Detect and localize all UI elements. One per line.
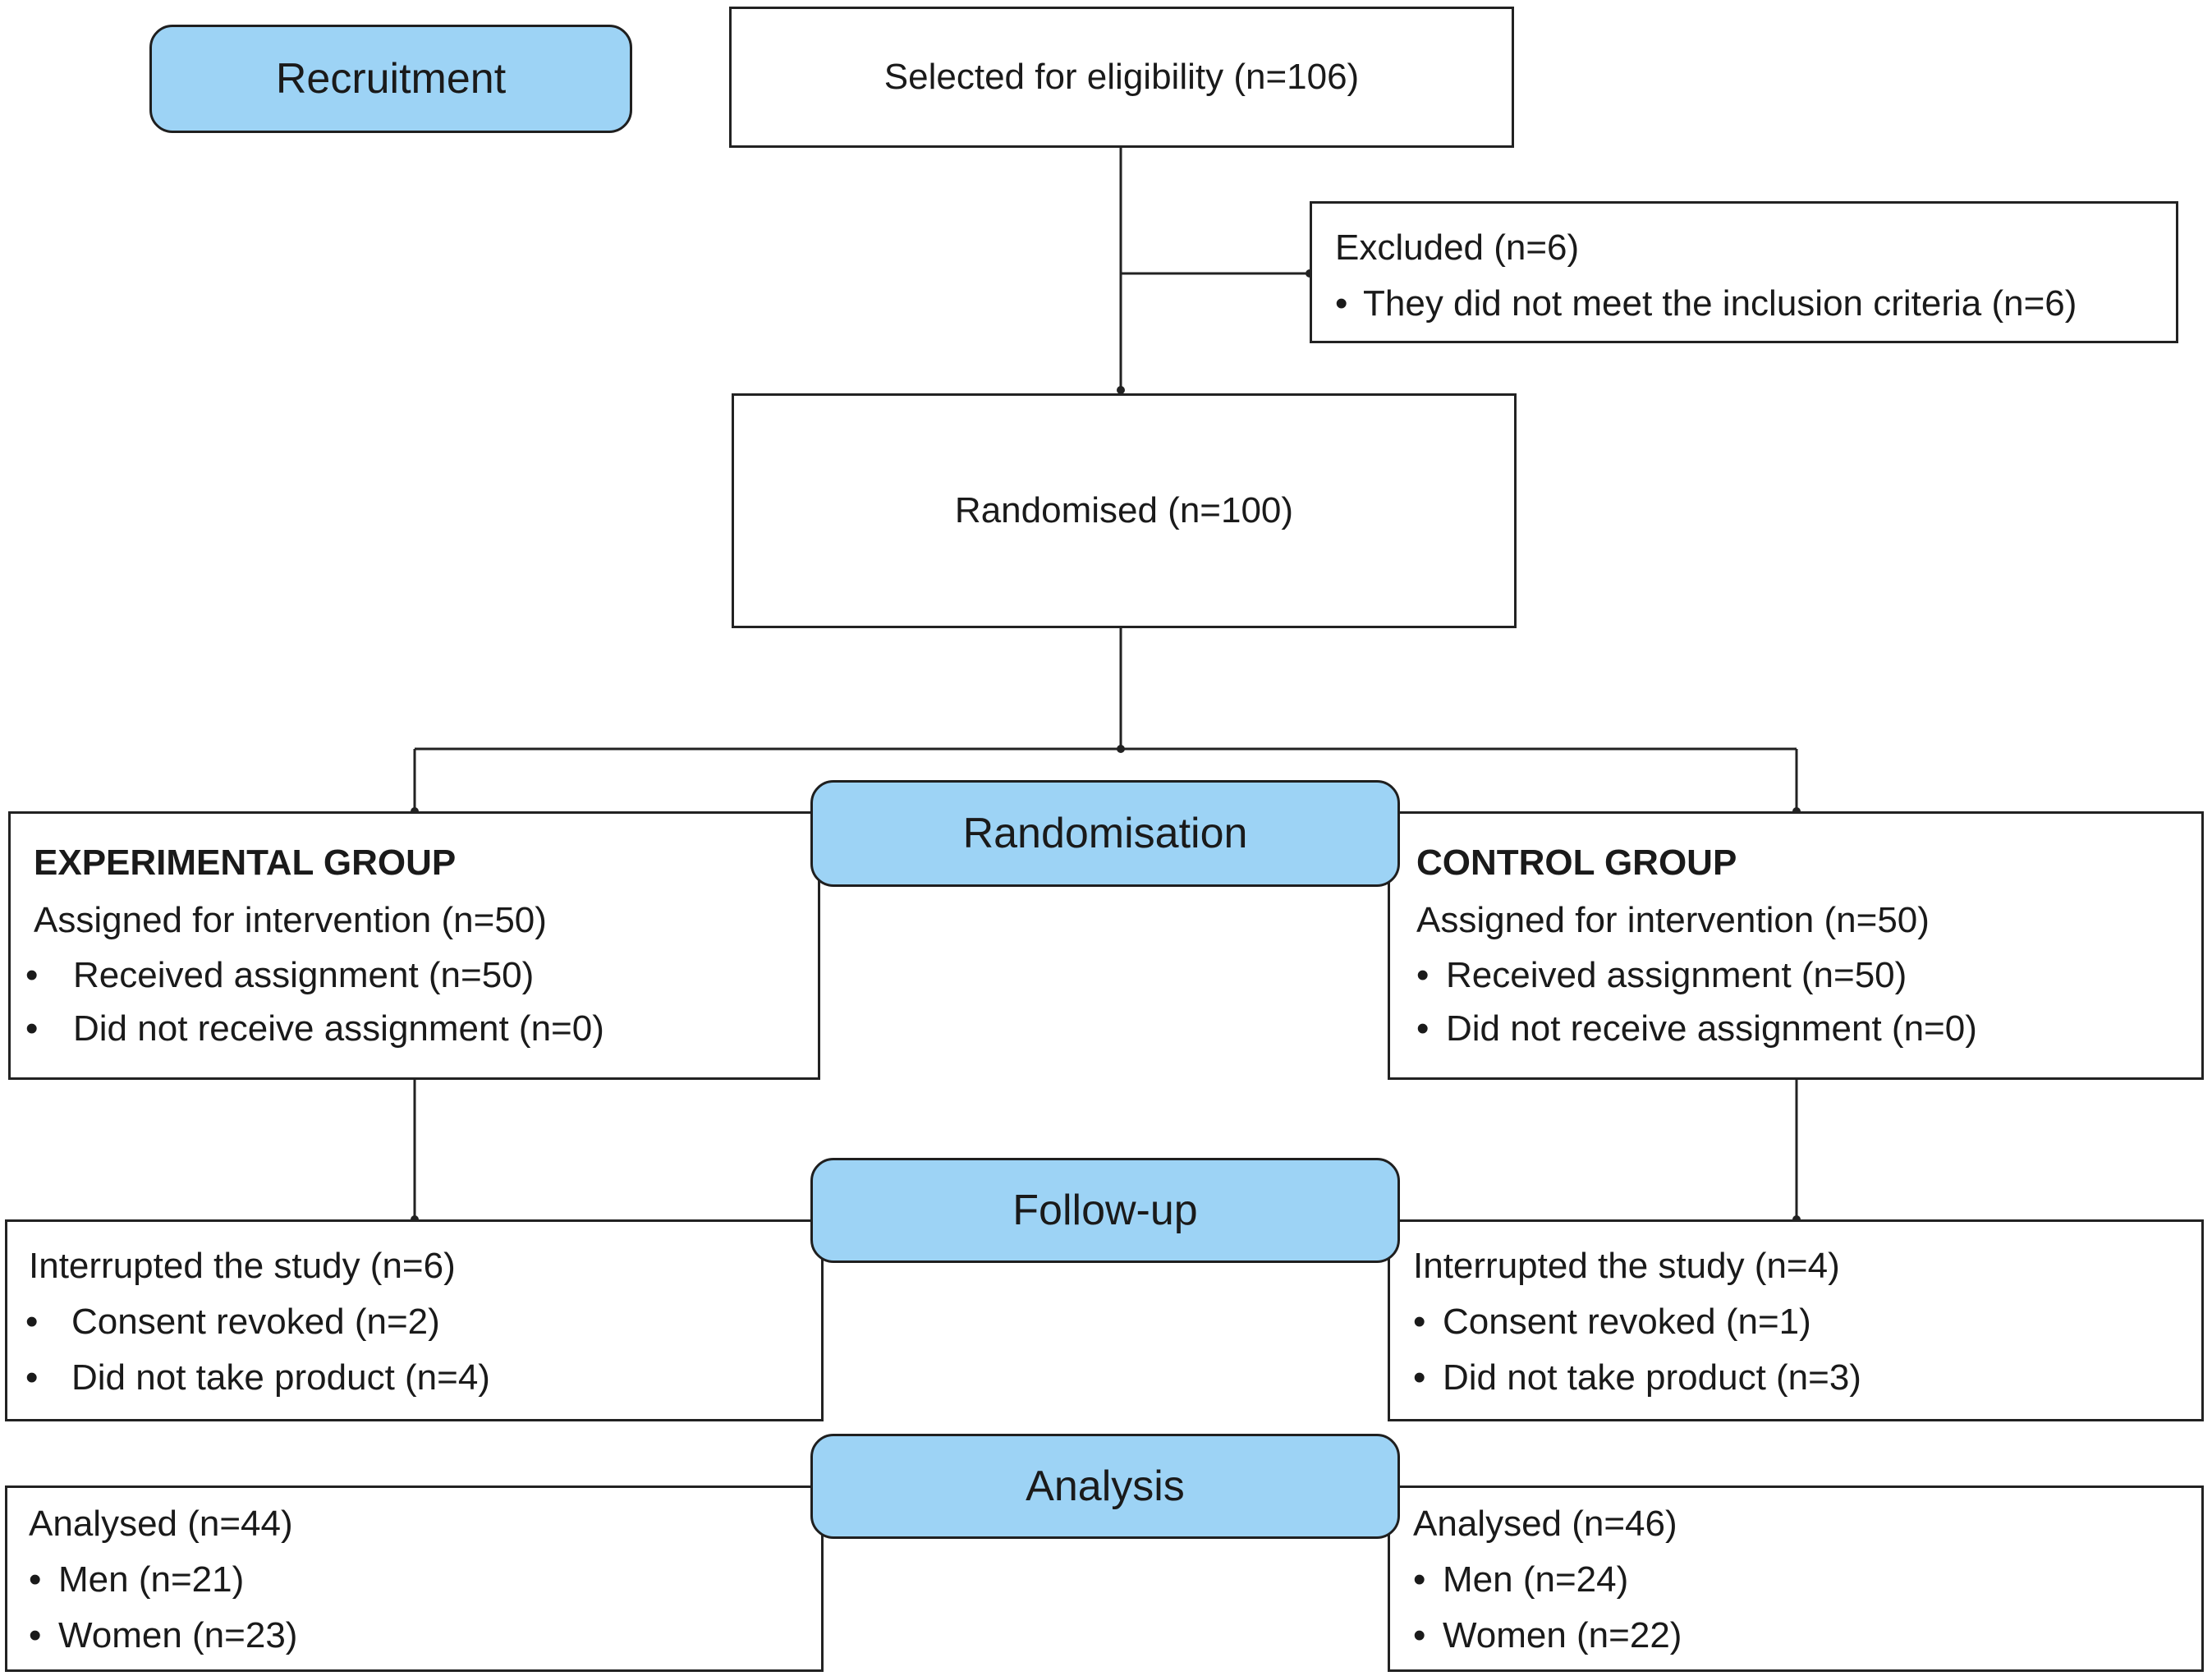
bullet-icon: • [1335, 283, 1348, 324]
experimental-assigned: Assigned for intervention (n=50) [34, 900, 547, 940]
experimental-followup-box: Interrupted the study (n=6) • Consent rev… [5, 1219, 824, 1421]
stage-follow-up-label: Follow-up [1012, 1187, 1198, 1234]
bullet-icon: • [25, 1357, 39, 1398]
control-followup-box: Interrupted the study (n=4) • Consent rev… [1388, 1219, 2204, 1421]
control-analysed: Analysed (n=46) [1413, 1504, 1677, 1544]
experimental-no-product-item: • Did not take product (n=4) [25, 1360, 490, 1396]
stage-recruitment: Recruitment [149, 25, 632, 133]
control-men: Men (n=24) [1443, 1559, 1629, 1600]
control-interrupted: Interrupted the study (n=4) [1413, 1246, 1840, 1286]
excluded-reason-item: • They did not meet the inclusion criteri… [1335, 286, 2077, 322]
bullet-icon: • [25, 1302, 39, 1342]
excluded-reason: They did not meet the inclusion criteria… [1363, 283, 2077, 324]
control-women: Women (n=22) [1443, 1615, 1682, 1655]
experimental-women: Women (n=23) [58, 1615, 298, 1655]
control-consent-item: • Consent revoked (n=1) [1413, 1304, 1811, 1340]
control-not-received-item: • Did not receive assignment (n=0) [1416, 1011, 1977, 1047]
experimental-men: Men (n=21) [58, 1559, 245, 1600]
experimental-group-box: EXPERIMENTAL GROUP Assigned for interven… [8, 811, 820, 1080]
experimental-received: Received assignment (n=50) [73, 955, 535, 995]
control-group-title: CONTROL GROUP [1416, 843, 1737, 883]
excluded-box: Excluded (n=6) • They did not meet the in… [1310, 201, 2178, 343]
experimental-men-item: • Men (n=21) [29, 1562, 244, 1598]
experimental-consent: Consent revoked (n=2) [71, 1302, 440, 1342]
control-men-item: • Men (n=24) [1413, 1562, 1628, 1598]
bullet-icon: • [29, 1615, 42, 1655]
stage-analysis: Analysis [810, 1434, 1400, 1539]
experimental-analysed: Analysed (n=44) [29, 1504, 293, 1544]
control-not-received: Did not receive assignment (n=0) [1446, 1008, 1977, 1049]
arrow-dot [1117, 386, 1125, 394]
stage-randomisation-label: Randomisation [962, 810, 1248, 857]
control-group-box: CONTROL GROUP Assigned for intervention … [1388, 811, 2204, 1080]
experimental-not-received: Did not receive assignment (n=0) [73, 1008, 604, 1049]
control-consent: Consent revoked (n=1) [1443, 1302, 1811, 1342]
bullet-icon: • [1413, 1615, 1426, 1655]
control-assigned: Assigned for intervention (n=50) [1416, 900, 1930, 940]
stage-analysis-label: Analysis [1026, 1462, 1185, 1510]
bullet-icon: • [29, 1559, 42, 1600]
control-women-item: • Women (n=22) [1413, 1618, 1682, 1654]
experimental-women-item: • Women (n=23) [29, 1618, 297, 1654]
arrow-dot [1117, 745, 1125, 753]
experimental-consent-item: • Consent revoked (n=2) [25, 1304, 440, 1340]
experimental-not-received-item: • Did not receive assignment (n=0) [25, 1011, 604, 1047]
experimental-interrupted: Interrupted the study (n=6) [29, 1246, 456, 1286]
experimental-analysis-box: Analysed (n=44) • Men (n=21) • Women (n=23… [5, 1485, 824, 1672]
excluded-title: Excluded (n=6) [1335, 227, 1580, 268]
stage-follow-up: Follow-up [810, 1158, 1400, 1263]
bullet-icon: • [1416, 1008, 1430, 1049]
control-no-product: Did not take product (n=3) [1443, 1357, 1861, 1398]
bullet-icon: • [1413, 1559, 1426, 1600]
control-received-item: • Received assignment (n=50) [1416, 957, 1907, 994]
bullet-icon: • [1413, 1357, 1426, 1398]
experimental-no-product: Did not take product (n=4) [71, 1357, 490, 1398]
randomised-text: Randomised (n=100) [954, 490, 1294, 530]
experimental-received-item: • Received assignment (n=50) [25, 957, 534, 994]
stage-randomisation: Randomisation [810, 780, 1400, 887]
control-received: Received assignment (n=50) [1446, 955, 1907, 995]
control-no-product-item: • Did not take product (n=3) [1413, 1360, 1861, 1396]
randomised-box: Randomised (n=100) [732, 393, 1517, 628]
experimental-group-title: EXPERIMENTAL GROUP [34, 843, 457, 883]
eligibility-box: Selected for eligibility (n=106) [729, 7, 1514, 148]
bullet-icon: • [1416, 955, 1430, 995]
bullet-icon: • [25, 955, 39, 995]
stage-recruitment-label: Recruitment [275, 55, 507, 103]
bullet-icon: • [1413, 1302, 1426, 1342]
bullet-icon: • [25, 1008, 39, 1049]
eligibility-text: Selected for eligibility (n=106) [883, 57, 1360, 97]
control-analysis-box: Analysed (n=46) • Men (n=24) • Women (n=22… [1388, 1485, 2204, 1672]
